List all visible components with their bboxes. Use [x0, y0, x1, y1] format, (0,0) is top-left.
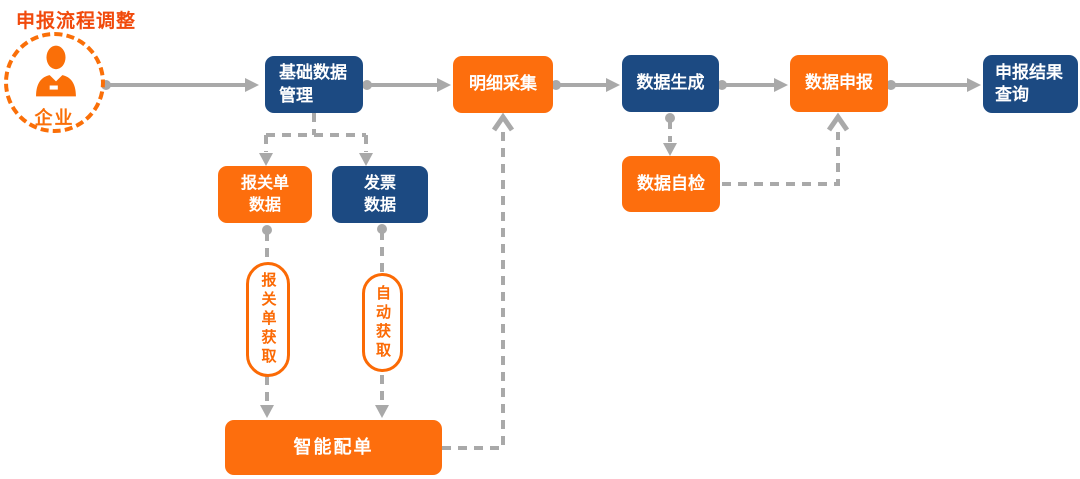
person-icon — [36, 45, 76, 97]
pill-label: 自动获取 — [374, 284, 391, 361]
pill-label: 报关单获取 — [259, 272, 277, 367]
node-label: 数据自检 — [637, 173, 705, 193]
node-label: 报关单 — [240, 175, 289, 193]
actor-label: 企业 — [34, 108, 75, 128]
arrow-data-declare-to-result-query — [886, 78, 981, 92]
node-label: 申报结果 — [995, 62, 1063, 82]
node-data-selfcheck: 数据自检 — [622, 156, 720, 212]
node-result-query: 申报结果 查询 — [983, 55, 1078, 113]
node-data-generate: 数据生成 — [622, 55, 719, 112]
node-label: 查询 — [995, 85, 1029, 104]
node-label: 基础数据 — [279, 63, 347, 83]
pill-auto-fetch: 自动获取 — [362, 273, 403, 372]
actor-enterprise: 企业 — [4, 32, 105, 133]
arrow-data-generate-to-data-declare — [717, 78, 788, 92]
node-base-data-management: 基础数据 管理 — [265, 56, 363, 113]
page-title: 申报流程调整 — [16, 11, 137, 32]
node-invoice-data: 发票 数据 — [332, 166, 428, 223]
arrow-selfcheck-to-data-declare — [722, 112, 850, 186]
node-customs-doc-data: 报关单 数据 — [218, 166, 312, 223]
node-label: 智能配单 — [293, 436, 374, 457]
arrow-enterprise-to-base-data — [101, 78, 259, 92]
node-label: 明细采集 — [469, 74, 537, 94]
arrow-detail-collect-to-data-generate — [551, 78, 620, 92]
node-smart-match: 智能配单 — [225, 420, 442, 475]
arrow-base-data-to-detail-collect — [362, 78, 451, 92]
node-label: 数据生成 — [636, 73, 705, 93]
node-detail-collect: 明细采集 — [453, 56, 553, 113]
arrow-smart-match-to-detail-collect — [442, 112, 515, 450]
node-label: 管理 — [279, 85, 313, 105]
node-data-declare: 数据申报 — [790, 55, 888, 112]
node-label: 数据申报 — [805, 73, 873, 93]
pill-customs-doc-fetch: 报关单获取 — [246, 262, 290, 377]
node-label: 数据 — [248, 196, 281, 214]
arrow-base-data-branch — [259, 113, 373, 166]
arrow-data-generate-to-selfcheck — [663, 113, 677, 156]
node-label: 发票 — [363, 175, 396, 193]
node-label: 数据 — [363, 196, 396, 214]
